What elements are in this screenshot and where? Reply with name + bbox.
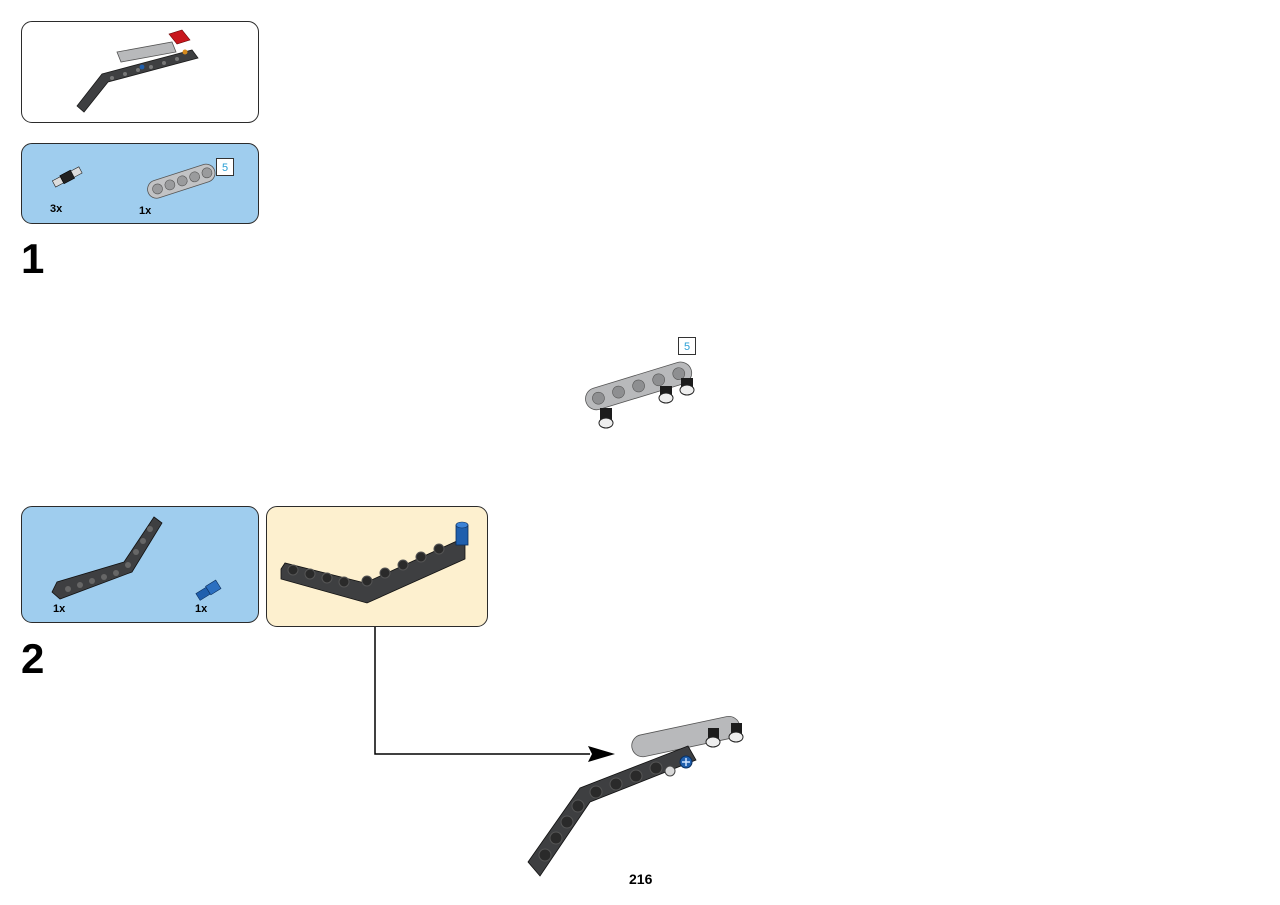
subassembly-preview-box [21, 21, 259, 123]
subassembly-model-icon [76, 29, 199, 113]
step-1-parts-panel: 3x 1x 5 [21, 143, 259, 224]
step-number: 2 [21, 635, 45, 682]
beam-length-badge: 5 [678, 337, 696, 355]
page-number: 216 [629, 871, 653, 887]
step-2-callout-box [266, 506, 488, 627]
step-1-assembly-icon [585, 361, 695, 429]
step-2-assembly-icon [527, 716, 744, 877]
part-quantity: 3x [50, 203, 63, 215]
dark-gray-bent-beam-icon [51, 516, 163, 600]
part-quantity: 1x [139, 205, 152, 217]
light-gray-beam-5-icon [147, 163, 216, 199]
step-number: 1 [21, 235, 45, 282]
blue-axle-pin-icon [195, 579, 222, 601]
step-2-parts-panel: 1x 1x [21, 506, 259, 623]
part-quantity: 1x [53, 603, 66, 615]
part-quantity: 1x [195, 603, 208, 615]
beam-length-badge: 5 [216, 158, 234, 176]
callout-assembly-icon [280, 521, 469, 604]
black-pin-icon [51, 166, 83, 188]
